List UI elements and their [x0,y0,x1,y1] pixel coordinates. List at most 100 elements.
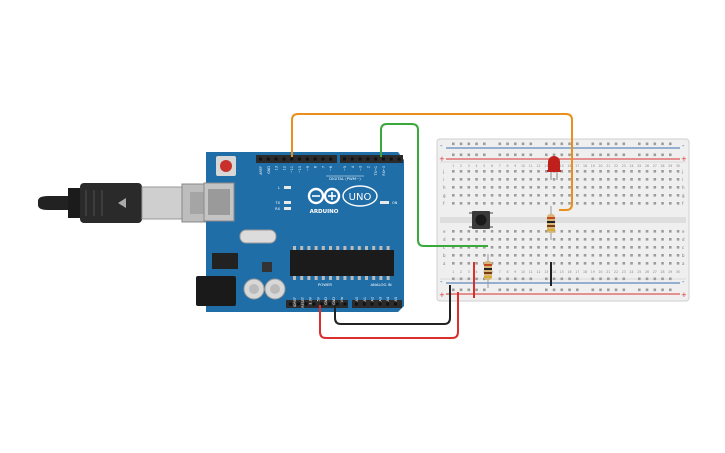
breadboard-hole[interactable] [545,262,548,265]
breadboard-hole[interactable] [498,288,502,292]
breadboard-hole[interactable] [537,178,540,181]
breadboard-hole[interactable] [560,246,564,249]
breadboard-hole[interactable] [653,202,657,205]
breadboard-hole[interactable] [614,202,618,205]
breadboard-hole[interactable] [529,262,533,265]
breadboard-hole[interactable] [475,153,478,157]
breadboard-hole[interactable] [467,194,471,197]
breadboard-hole[interactable] [669,262,672,265]
breadboard-hole[interactable] [614,238,618,241]
breadboard-hole[interactable] [459,194,463,197]
breadboard-hole[interactable] [576,194,579,197]
analog-header[interactable] [352,300,402,308]
breadboard-hole[interactable] [583,238,587,241]
breadboard-hole[interactable] [552,262,556,265]
breadboard-hole[interactable] [467,178,471,181]
breadboard-hole[interactable] [521,153,525,157]
header-hole[interactable] [382,157,385,161]
breadboard-hole[interactable] [483,246,486,249]
breadboard-hole[interactable] [568,230,571,233]
breadboard-hole[interactable] [630,202,633,205]
breadboard-hole[interactable] [498,277,502,281]
breadboard-hole[interactable] [568,238,571,241]
breadboard-hole[interactable] [467,202,471,205]
header-hole[interactable] [394,302,397,306]
breadboard-hole[interactable] [669,254,672,257]
breadboard-hole[interactable] [506,254,509,257]
breadboard-hole[interactable] [452,202,455,205]
breadboard-hole[interactable] [529,153,533,157]
breadboard-hole[interactable] [638,202,641,205]
breadboard-hole[interactable] [483,170,486,173]
breadboard-hole[interactable] [490,202,494,205]
breadboard-hole[interactable] [568,186,571,189]
breadboard-hole[interactable] [630,170,633,173]
breadboard-hole[interactable] [614,153,618,157]
breadboard-hole[interactable] [661,254,664,257]
breadboard-hole[interactable] [545,288,548,292]
breadboard-hole[interactable] [452,230,455,233]
breadboard-hole[interactable] [521,262,525,265]
breadboard-hole[interactable] [467,254,471,257]
breadboard-hole[interactable] [490,170,494,173]
breadboard-hole[interactable] [560,202,564,205]
breadboard-hole[interactable] [576,288,579,292]
breadboard-hole[interactable] [459,262,463,265]
breadboard-hole[interactable] [638,142,641,146]
breadboard-hole[interactable] [514,178,517,181]
breadboard-hole[interactable] [599,178,602,181]
breadboard-hole[interactable] [607,142,610,146]
breadboard-hole[interactable] [661,238,664,241]
breadboard-hole[interactable] [545,178,548,181]
header-hole[interactable] [355,302,358,306]
breadboard-hole[interactable] [599,277,602,281]
breadboard-hole[interactable] [653,238,657,241]
breadboard-hole[interactable] [459,238,463,241]
breadboard-hole[interactable] [622,238,626,241]
breadboard-hole[interactable] [529,194,533,197]
breadboard-hole[interactable] [591,178,595,181]
header-hole[interactable] [389,157,393,161]
header-hole[interactable] [304,302,308,306]
breadboard-hole[interactable] [475,254,478,257]
breadboard-hole[interactable] [475,262,478,265]
breadboard-hole[interactable] [514,153,517,157]
breadboard-hole[interactable] [545,230,548,233]
breadboard-hole[interactable] [607,194,610,197]
breadboard-hole[interactable] [498,254,502,257]
breadboard-hole[interactable] [638,153,641,157]
breadboard-hole[interactable] [452,178,455,181]
breadboard-hole[interactable] [560,254,564,257]
breadboard-hole[interactable] [521,230,525,233]
breadboard-hole[interactable] [661,262,664,265]
breadboard-hole[interactable] [514,202,517,205]
breadboard-hole[interactable] [669,230,672,233]
breadboard-hole[interactable] [452,288,455,292]
breadboard-hole[interactable] [459,277,463,281]
breadboard-hole[interactable] [560,153,564,157]
breadboard-hole[interactable] [537,246,540,249]
breadboard-hole[interactable] [607,170,610,173]
header-hole[interactable] [397,157,401,161]
breadboard-hole[interactable] [676,246,680,249]
breadboard-hole[interactable] [560,178,564,181]
breadboard-hole[interactable] [514,194,517,197]
breadboard-hole[interactable] [576,142,579,146]
header-hole[interactable] [350,157,354,161]
breadboard-hole[interactable] [622,246,626,249]
breadboard-hole[interactable] [661,202,664,205]
breadboard-hole[interactable] [483,142,486,146]
breadboard-hole[interactable] [645,230,649,233]
breadboard-hole[interactable] [498,170,502,173]
breadboard-hole[interactable] [537,230,540,233]
breadboard-hole[interactable] [475,170,478,173]
breadboard-hole[interactable] [630,194,633,197]
header-hole[interactable] [320,302,324,306]
breadboard-hole[interactable] [475,186,478,189]
breadboard-hole[interactable] [459,230,463,233]
breadboard-hole[interactable] [591,170,595,173]
breadboard-hole[interactable] [622,254,626,257]
breadboard-hole[interactable] [467,153,471,157]
breadboard-hole[interactable] [506,142,509,146]
breadboard-hole[interactable] [630,254,633,257]
